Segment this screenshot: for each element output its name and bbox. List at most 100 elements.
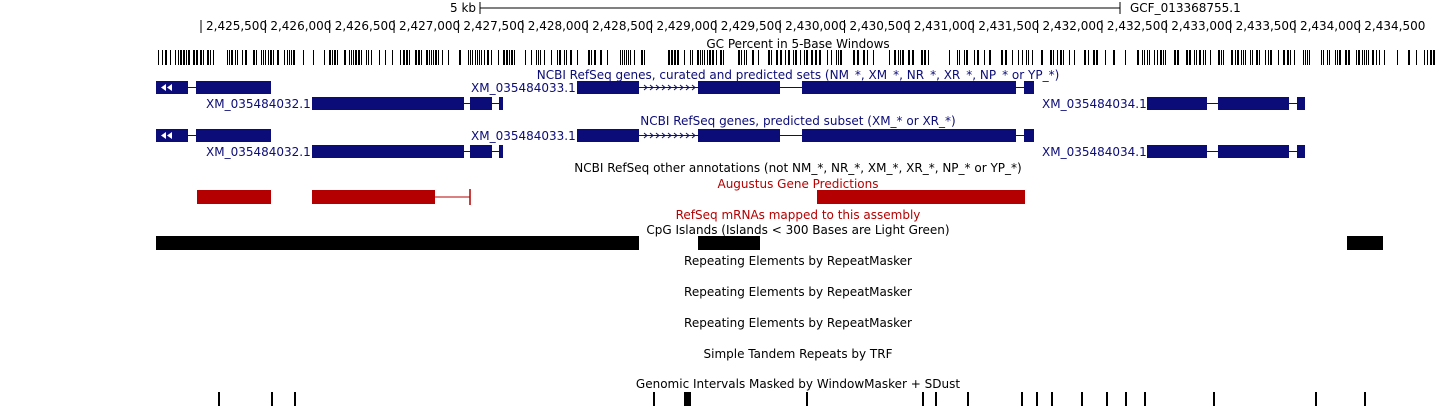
gc-percent-bar <box>1321 50 1322 65</box>
gc-percent-bar <box>1149 50 1150 65</box>
gc-percent-bar <box>1084 50 1086 65</box>
windowmasker-title[interactable]: Genomic Intervals Masked by WindowMasker… <box>635 377 961 391</box>
gc-percent-bar <box>1057 50 1058 65</box>
gc-percent-bar <box>273 50 274 65</box>
gc-percent-bar <box>237 50 238 65</box>
gc-percent-bar <box>634 50 635 65</box>
gc-percent-bar <box>242 50 243 65</box>
refseq-predicted-intron-arrow <box>679 132 684 139</box>
gc-percent-bar <box>293 50 295 65</box>
gc-percent-bar <box>303 50 304 65</box>
gc-percent-bar <box>332 50 333 65</box>
gc-percent-bar <box>371 50 372 65</box>
gc-percent-bar <box>429 50 430 65</box>
gc-percent-bar <box>831 50 832 65</box>
gc-percent-bar <box>435 50 437 65</box>
gc-percent-bar <box>1060 50 1062 65</box>
gc-percent-bar <box>1018 50 1019 65</box>
gc-percent-bar <box>475 50 476 65</box>
refseq-predicted-gene-label-2[interactable]: XM_035484033.1 <box>471 129 576 143</box>
gc-percent-bar <box>1050 50 1052 65</box>
gc-percent-bar <box>1160 50 1162 65</box>
gc-percent-bar <box>684 50 685 65</box>
refseq-all-gene-label-2[interactable]: XM_035484033.1 <box>471 81 576 95</box>
repeatmasker-title-2[interactable]: Repeating Elements by RepeatMasker <box>684 285 912 299</box>
gc-percent-bar <box>577 50 578 65</box>
gc-percent-bar <box>819 50 821 65</box>
gc-percent-bar <box>253 50 255 65</box>
ruler-tick-label: 2,434,500 <box>1364 19 1426 33</box>
gc-percent-bar <box>1424 50 1425 65</box>
gc-percent-bar <box>329 50 331 65</box>
refseq-predicted-exon <box>802 129 1016 142</box>
refseq-all-exon <box>1024 81 1034 94</box>
repeatmasker-title-3[interactable]: Repeating Elements by RepeatMasker <box>684 316 912 330</box>
gc-percent-bar <box>525 50 526 65</box>
windowmasker-interval <box>935 392 937 406</box>
windowmasker-interval <box>922 392 924 406</box>
refseq-predicted-gene-label-3[interactable]: XM_035484034.1 <box>1042 145 1147 159</box>
gc-percent-bar <box>902 50 904 65</box>
gc-percent-bar <box>1012 50 1013 65</box>
gc-percent-bar <box>284 50 285 65</box>
gc-percent-bar <box>498 50 499 65</box>
gc-percent-bar <box>1074 50 1075 65</box>
gc-percent-bar <box>227 50 228 65</box>
gc-percent-bar <box>268 50 269 65</box>
windowmasker-interval <box>1364 392 1366 406</box>
gc-percent-bar <box>600 50 602 65</box>
refseq-mrna-title[interactable]: RefSeq mRNAs mapped to this assembly <box>675 208 921 222</box>
ruler-tick-label: 2,434,000 <box>1299 19 1362 33</box>
gc-percent-bar <box>421 50 422 65</box>
gc-percent-bar <box>1290 50 1291 65</box>
gc-percent-bar <box>477 50 478 65</box>
augustus-title[interactable]: Augustus Gene Predictions <box>717 177 879 191</box>
refseq-predicted-exon <box>698 129 780 142</box>
gc-percent-bar <box>207 50 209 65</box>
refseq-all-gene-label-3[interactable]: XM_035484034.1 <box>1042 97 1147 111</box>
ruler-tick-label: 2,432,500 <box>1106 19 1168 33</box>
scale-bar-label: 5 kb <box>450 1 477 15</box>
gc-percent-bar <box>741 50 742 65</box>
gc-percent-bar <box>738 50 740 65</box>
augustus-exon <box>197 190 271 204</box>
windowmasker-interval <box>271 392 273 406</box>
refseq-all-exon <box>1147 97 1207 110</box>
windowmasker-interval <box>1213 392 1215 406</box>
gc-percent-bar <box>1210 50 1211 65</box>
gc-percent-bar <box>1268 50 1269 65</box>
gc-percent-bar <box>928 50 929 65</box>
gc-percent-bar <box>630 50 631 65</box>
refseq-all-exon <box>470 97 492 110</box>
gc-percent-bar <box>509 50 510 65</box>
refseq-predicted-intron-arrow <box>661 132 666 139</box>
refseq-predicted-title[interactable]: NCBI RefSeq genes, predicted subset (XM_… <box>640 114 956 128</box>
refseq-all-gene-label-1[interactable]: XM_035484032.1 <box>206 97 311 111</box>
gc-percent-bar <box>188 50 190 65</box>
gc-percent-bar <box>442 50 443 65</box>
gc-percent-bar <box>1113 50 1115 65</box>
gc-percent-bar <box>780 50 782 65</box>
trf-title[interactable]: Simple Tandem Repeats by TRF <box>703 347 893 361</box>
gc-percent-bar <box>836 50 837 65</box>
gc-percent-bar <box>256 50 257 65</box>
refseq-predicted-gene-label-1[interactable]: XM_035484032.1 <box>206 145 311 159</box>
cpg-islands-title[interactable]: CpG Islands (Islands < 300 Bases are Lig… <box>646 223 950 237</box>
gc-percent-bar <box>491 50 492 65</box>
gc-percent-title[interactable]: GC Percent in 5-Base Windows <box>706 37 890 51</box>
refseq-predicted-exon <box>499 145 503 158</box>
refseq-other-title[interactable]: NCBI RefSeq other annotations (not NM_*,… <box>574 161 1022 175</box>
gc-percent-bar <box>368 50 369 65</box>
refseq-all-intron-arrow <box>673 84 678 91</box>
gc-percent-bar <box>1303 50 1304 65</box>
refseq-all-strand-arrow <box>161 84 166 91</box>
gc-percent-bar <box>1433 50 1435 65</box>
gc-percent-bar <box>898 50 899 65</box>
refseq-all-title[interactable]: NCBI RefSeq genes, curated and predicted… <box>536 68 1060 82</box>
repeatmasker-title-1[interactable]: Repeating Elements by RepeatMasker <box>684 254 912 268</box>
gc-percent-bar <box>1366 50 1367 65</box>
refseq-predicted-intron-arrow <box>673 132 678 139</box>
refseq-predicted-intron-arrow <box>649 132 654 139</box>
